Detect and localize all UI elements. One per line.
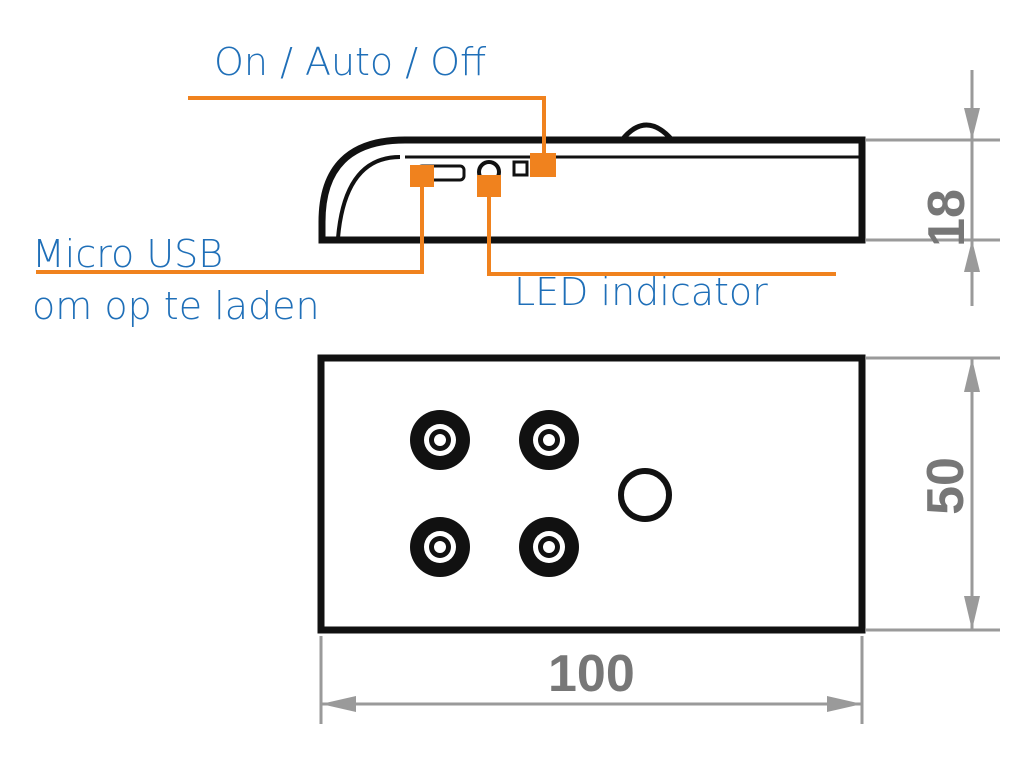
leader-lines	[36, 96, 836, 276]
sensor-bump	[620, 122, 674, 142]
switch-body	[512, 160, 529, 177]
switch-marker	[530, 153, 556, 177]
motion-sensor	[618, 468, 672, 522]
usb-label-line2: om op te laden	[32, 284, 320, 328]
top-view	[317, 354, 866, 634]
dimension-lines	[319, 70, 1000, 724]
dim-100-arrow-left	[321, 696, 356, 712]
usb-leader-line	[36, 180, 424, 274]
led-marker	[477, 175, 501, 197]
led-leader-line	[487, 188, 836, 276]
height-dimension-label: 18	[918, 189, 976, 247]
led-indicator-label: LED indicator	[514, 270, 768, 314]
length-dimension-label: 100	[548, 645, 635, 703]
dim-50-arrow-top	[964, 358, 980, 392]
usb-label-line1: Micro USB	[32, 232, 224, 276]
switch-label: On / Auto / Off	[214, 40, 487, 84]
top-view-outline	[317, 354, 866, 634]
led-module-bottom-left	[410, 517, 470, 577]
led-module-top-left	[410, 410, 470, 470]
dim-18-arrow-bottom	[964, 240, 980, 272]
width-dimension-label: 50	[917, 457, 975, 515]
dim-50-arrow-bottom	[964, 596, 980, 630]
led-module-top-right	[519, 410, 579, 470]
side-view	[318, 122, 866, 244]
usb-marker	[410, 165, 434, 187]
side-view-inner-curve	[336, 155, 401, 239]
led-module-bottom-right	[519, 517, 579, 577]
dim-18-arrow-top	[964, 108, 980, 140]
switch-leader-line	[188, 96, 546, 160]
dim-100-arrow-right	[827, 696, 862, 712]
side-view-outline	[318, 136, 866, 244]
